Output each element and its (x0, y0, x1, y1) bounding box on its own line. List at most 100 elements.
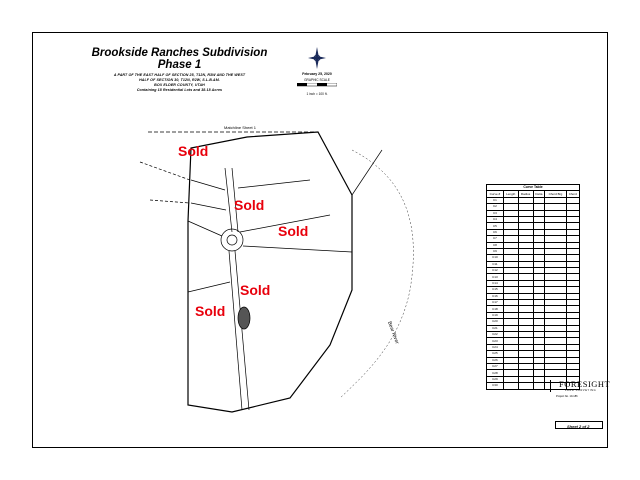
curve-table-row: C13 (486, 273, 581, 281)
curve-table-cell (565, 305, 581, 313)
curve-table-cell (565, 311, 581, 320)
curve-table-cell (565, 298, 581, 307)
curve-table-cell (517, 279, 534, 288)
matchline-label: Matchline Sheet 1 (224, 125, 257, 130)
curve-table-row: C11 (486, 260, 581, 269)
curve-table-cell (517, 267, 534, 275)
curve-table-cell (565, 292, 581, 301)
sold-mark-1: Sold (178, 143, 209, 159)
curve-table-cell (517, 260, 534, 269)
curve-table-cell (565, 343, 581, 352)
curve-table-cell (517, 298, 534, 307)
description-line-3: BOX ELDER COUNTY, UTAH (154, 83, 205, 87)
curve-table-cell (565, 369, 581, 377)
curve-table-cell (565, 318, 581, 326)
curve-table-row: C14 (486, 279, 581, 288)
curve-table-row: C27 (486, 362, 581, 371)
curve-table-cell (565, 350, 581, 358)
curve-table-row: C24 (486, 343, 581, 352)
plat-linework (139, 131, 414, 413)
project-number: Project No. 19-186 (556, 395, 578, 398)
curve-table-cell (517, 292, 534, 301)
subdivision-title: Brookside Ranches Subdivision (91, 47, 268, 59)
curve-table-cell (565, 362, 581, 371)
river-label: Bear River (386, 321, 400, 346)
curve-table-row: C28 (486, 369, 581, 377)
curve-table-row: C10 (486, 254, 581, 262)
graphic-scale-bar (297, 83, 337, 87)
curve-table-cell (565, 356, 581, 364)
cul-de-sac (220, 228, 244, 252)
subdivision-boundary (187, 131, 353, 413)
description-line-2: HALF OF SECTION 30, T12N, R2W, S.L.B.&M. (139, 78, 220, 82)
curve-table-row: C19 (486, 311, 581, 320)
curve-table-cell (517, 343, 534, 352)
curve-table-cell (517, 318, 534, 326)
title-block: Brookside Ranches Subdivision Phase 1 A … (72, 47, 287, 93)
curve-table-row: C21 (486, 324, 581, 333)
sheet-number: Sheet 2 of 2 (567, 423, 590, 429)
curve-table-cell (517, 356, 534, 364)
curve-table-row: C16 (486, 292, 581, 301)
curve-table-row: C22 (486, 330, 581, 339)
curve-table-row: C15 (486, 286, 581, 294)
curve-table-row: C26 (486, 356, 581, 364)
sold-mark-5: Sold (195, 303, 226, 319)
curve-table-cell (517, 305, 534, 313)
curve-table-cell (517, 362, 534, 371)
curve-table-cell (517, 311, 534, 320)
curve-table-cell (517, 330, 534, 339)
curve-table-row: C25 (486, 350, 581, 358)
curve-table-cell (565, 382, 581, 390)
curve-table-row: C29 (486, 375, 581, 384)
curve-table-cell (517, 324, 534, 333)
curve-table-cell (502, 382, 519, 390)
curve-table-cell (565, 279, 581, 288)
sold-mark-3: Sold (278, 223, 309, 239)
curve-table-cell (565, 273, 581, 281)
curve-table-cell (565, 286, 581, 294)
sheet-number-box: Sheet 2 of 2 (555, 421, 603, 429)
description-line-1: A PART OF THE EAST HALF OF SECTION 25, T… (113, 73, 246, 77)
north-arrow-icon (308, 47, 326, 69)
firm-name: FORESIGHT (559, 379, 611, 389)
curve-table-cell (517, 254, 534, 262)
curve-table-row: C23 (486, 337, 581, 345)
sold-mark-4: Sold (240, 282, 271, 298)
drawing-date: February 25, 2020 (302, 72, 332, 76)
curve-table-cell (517, 273, 534, 281)
curve-table-row: C20 (486, 318, 581, 326)
phase-title: Phase 1 (157, 59, 202, 71)
curve-table-row: C17 (486, 298, 581, 307)
curve-table-row: C12 (486, 267, 581, 275)
curve-table-cell (565, 375, 581, 384)
curve-table-cell (565, 254, 581, 262)
pond (237, 306, 251, 330)
curve-table-cell (565, 330, 581, 339)
sold-mark-2: Sold (234, 197, 265, 213)
firm-info: Project No. 19-186 (556, 395, 604, 398)
curve-table-cell (565, 267, 581, 275)
graphic-scale-text: 1 inch = 100 ft. (306, 92, 328, 96)
curve-table-row: C18 (486, 305, 581, 313)
curve-table-row: C30 (486, 382, 581, 390)
curve-table-cell (517, 337, 534, 345)
graphic-scale-title: GRAPHIC SCALE (304, 78, 330, 82)
curve-table-cell: C30 (486, 382, 504, 390)
firm-logo: FORESIGHT LAND SURVEYING (550, 380, 610, 392)
curve-table-cell (565, 337, 581, 345)
curve-table-cell (517, 350, 534, 358)
curve-table-cell (565, 260, 581, 269)
curve-table-cell (517, 286, 534, 294)
bear-river (339, 149, 414, 399)
firm-tagline: LAND SURVEYING (565, 389, 597, 392)
curve-table-cell (517, 375, 534, 384)
curve-table: Curve Table Curve # Length Radius Delta … (486, 183, 581, 390)
curve-table-cell (517, 382, 534, 390)
curve-table-cell (565, 324, 581, 333)
curve-table-cell (532, 382, 546, 390)
curve-table-cell (517, 369, 534, 377)
description-line-4: Containing 18 Residential Lots and 38.18… (136, 88, 223, 92)
